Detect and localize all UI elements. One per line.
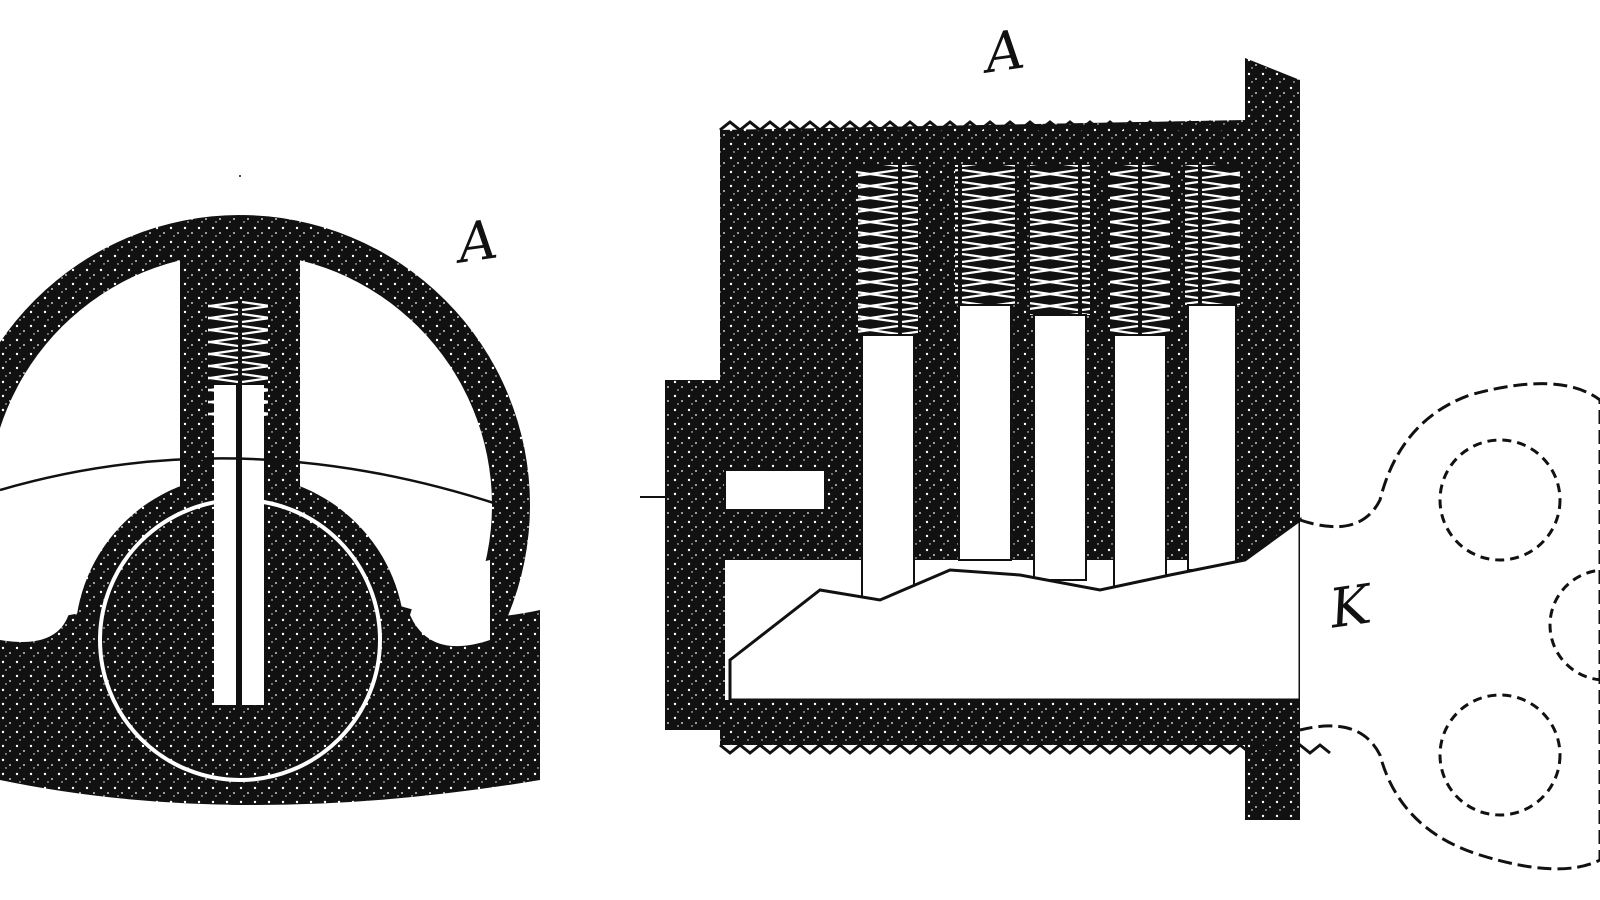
bottom-thread (719, 743, 1331, 755)
spring (1030, 165, 1090, 315)
spring (1110, 165, 1170, 335)
pin (958, 304, 1012, 561)
spring (955, 165, 1015, 305)
pin-stack (955, 165, 1015, 639)
left-lobe (0, 555, 70, 642)
key-bow-outline (1299, 382, 1600, 871)
cross-section-line (0, 457, 501, 507)
lock-end-view (0, 175, 540, 835)
key-bow (1299, 382, 1600, 871)
cam-spring (724, 469, 826, 511)
pin (861, 334, 915, 606)
right-lobe (410, 560, 490, 647)
end-view-label: A (453, 207, 502, 276)
spring (1185, 165, 1240, 305)
keyway-center (236, 385, 242, 705)
pin (1187, 304, 1237, 571)
pin-stack (1030, 165, 1090, 639)
key-label: K (1325, 572, 1375, 641)
pin-stack (1110, 165, 1170, 639)
pin (1113, 334, 1167, 591)
pin (1033, 314, 1087, 581)
bow-hole-bottom (1438, 693, 1562, 817)
spring (858, 165, 918, 335)
bow-hole-right (1548, 568, 1600, 682)
lower-shell (720, 700, 1300, 745)
top-thread (719, 120, 1261, 132)
bow-hole-top (1438, 438, 1562, 562)
cylinder-label: A (980, 17, 1029, 86)
front-lip (665, 540, 725, 730)
pin-stack (858, 165, 918, 634)
cylinder-section (640, 58, 1331, 820)
